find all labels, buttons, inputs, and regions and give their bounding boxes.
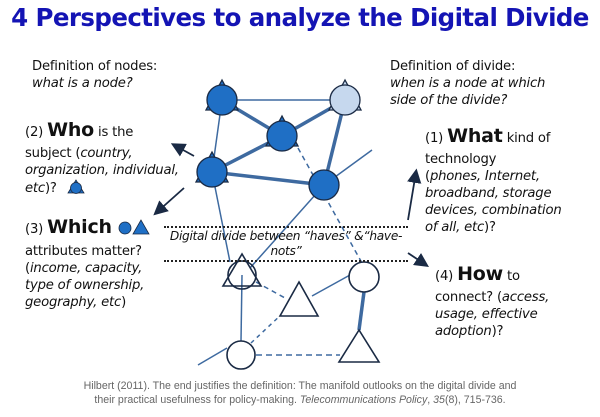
node-j: [337, 328, 381, 363]
nodes-definition-question: what is a node?: [32, 76, 133, 91]
how-keyword: How: [457, 263, 504, 285]
divide-definition: Definition of divide: when is a node at …: [390, 58, 545, 109]
nodes-definition: Definition of nodes: what is a node?: [32, 58, 157, 92]
citation: Hilbert (2011). The end justifies the de…: [83, 380, 517, 406]
circle-triangle-node-icon: [66, 179, 85, 194]
nodes-definition-heading: Definition of nodes:: [32, 59, 158, 74]
arrow-who: [170, 143, 195, 157]
divide-definition-heading: Definition of divide:: [390, 59, 516, 74]
perspective-what: (1) What kind of technology (phones, Int…: [425, 125, 562, 235]
triangle-icon: [132, 219, 150, 235]
node-g: [278, 280, 320, 317]
node-c-light: [327, 78, 363, 116]
perspective-who: (2) Who is the subject (country, organiz…: [25, 119, 179, 196]
divide-definition-question-2: side of the divide?: [390, 93, 508, 108]
node-b: [264, 114, 300, 152]
perspective-which: (3) Which attributes matter? (income, ca…: [25, 214, 150, 311]
what-keyword: What: [447, 125, 503, 147]
node-a: [204, 78, 240, 116]
node-h: [348, 261, 380, 293]
which-keyword: Which: [47, 216, 112, 238]
circle-icon: [118, 221, 132, 235]
perspective-how: (4) How to connect? (access, usage, effe…: [435, 263, 550, 339]
node-d: [194, 150, 230, 188]
arrows: [153, 143, 429, 267]
divide-definition-question-1: when is a node at which: [390, 76, 546, 91]
digital-divide-label: Digital divide between “haves” &“have-no…: [164, 226, 408, 262]
journal-name: Telecommunications Policy: [299, 393, 428, 406]
who-keyword: Who: [47, 119, 95, 141]
node-e: [308, 169, 340, 201]
arrow-what: [407, 168, 422, 221]
arrow-which: [153, 187, 185, 216]
arrow-how: [407, 252, 429, 267]
page-title: 4 Perspectives to analyze the Digital Di…: [11, 3, 589, 32]
node-i: [226, 340, 256, 370]
